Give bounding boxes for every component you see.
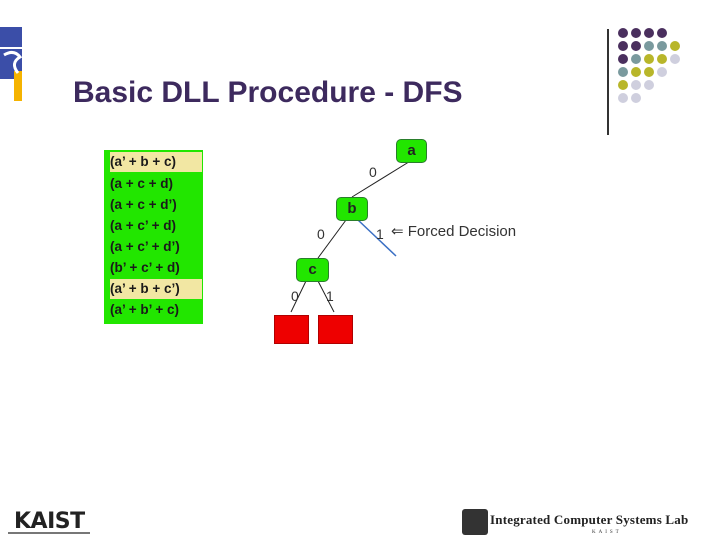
decorative-dot: [670, 41, 680, 51]
decorative-dot: [657, 41, 667, 51]
slide-title: Basic DLL Procedure - DFS: [73, 76, 463, 109]
decorative-dot: [631, 28, 641, 38]
clause-list: (a’ + b + c) (a + c + d) (a + c + d’) (a…: [104, 150, 203, 324]
decorative-dot: [670, 54, 680, 64]
decorative-dot: [618, 28, 628, 38]
decorative-dot: [644, 28, 654, 38]
decorative-dot: [657, 28, 667, 38]
decorative-dot: [631, 67, 641, 77]
clause-item: (a + c’ + d): [110, 218, 177, 233]
clause-item: (a’ + b’ + c): [110, 302, 180, 317]
decorative-dot: [644, 54, 654, 64]
corner-logo-decoration: [0, 27, 23, 101]
title-divider-line: [607, 29, 609, 135]
lab-logo-icon: [462, 509, 488, 535]
decorative-dot: [618, 93, 628, 103]
lab-logo-subtext: KAIST: [592, 530, 622, 535]
decorative-dot: [618, 80, 628, 90]
conflict-leaf-right: [318, 315, 353, 344]
decorative-dot: [631, 41, 641, 51]
decorative-dot: [618, 67, 628, 77]
conflict-leaf-left: [274, 315, 309, 344]
decorative-dot: [631, 93, 641, 103]
lab-logo-text: Integrated Computer Systems Lab: [490, 512, 689, 527]
clause-item: (a’ + b + c’): [110, 279, 202, 299]
tree-node-a: a: [396, 139, 427, 163]
clause-item: (b’ + c’ + d): [110, 260, 180, 275]
decorative-dot: [618, 54, 628, 64]
forced-decision-label: ⇐ Forced Decision: [391, 223, 517, 240]
decorative-dot: [657, 54, 667, 64]
edge-label-b-1: 1: [376, 226, 384, 242]
decorative-dot: [644, 67, 654, 77]
edge-label-a-0: 0: [369, 164, 377, 180]
decorative-dot: [657, 67, 667, 77]
decorative-dot: [631, 80, 641, 90]
decorative-dot: [631, 54, 641, 64]
tree-node-c: c: [296, 258, 329, 282]
decorative-dot: [618, 41, 628, 51]
decorative-dot: [644, 80, 654, 90]
clause-item: (a + c + d’): [110, 197, 177, 212]
edge-label-b-0: 0: [317, 226, 325, 242]
edge-a-b: [351, 159, 413, 198]
edge-label-c-0: 0: [291, 288, 299, 304]
clause-item: (a + c + d): [110, 176, 174, 191]
edge-label-c-1: 1: [326, 288, 334, 304]
decorative-dot: [644, 41, 654, 51]
clause-item: (a + c’ + d’): [110, 239, 180, 254]
kaist-logo-underline: [8, 532, 90, 534]
clause-item: (a’ + b + c): [110, 152, 202, 172]
tree-node-b: b: [336, 197, 368, 221]
kaist-logo: KAIST: [14, 509, 85, 534]
